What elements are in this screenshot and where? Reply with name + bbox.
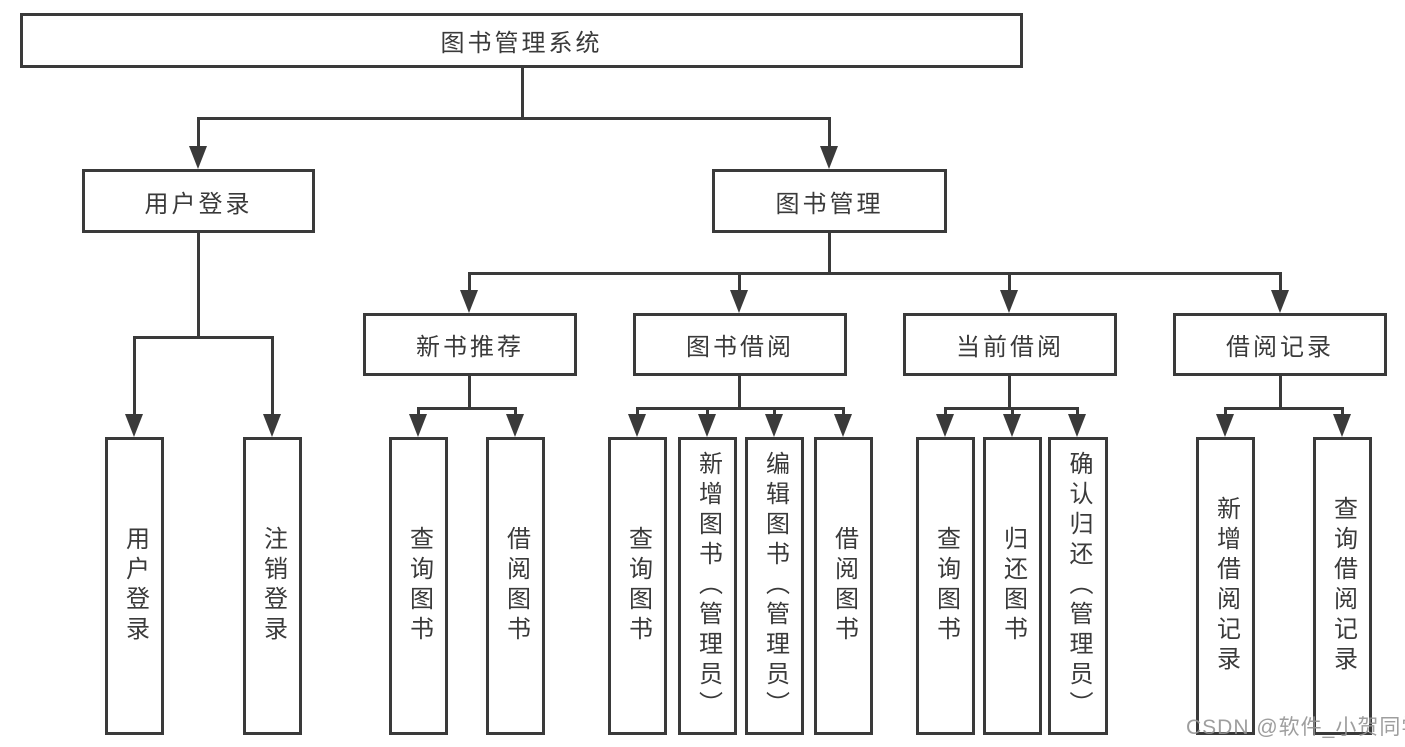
arrowhead-borrow-query: [628, 414, 646, 437]
node-leaf-current-query-label: 查询图书: [932, 526, 960, 646]
arrowhead-book-borrow: [730, 290, 748, 313]
node-leaf-newbook-query: 查询图书: [389, 437, 448, 735]
arrowhead-record-query: [1333, 414, 1351, 437]
connector-user-login-hbar: [133, 336, 274, 339]
connector-record-drop-2: [1341, 407, 1344, 417]
connector-record-stem: [1279, 376, 1282, 407]
node-leaf-borrow-borrow: 借阅图书: [814, 437, 873, 735]
node-book-management-label: 图书管理: [775, 190, 884, 218]
csdn-watermark: CSDN @软件_小贺同学: [1186, 716, 1405, 739]
node-user-login: 用户登录: [82, 169, 315, 233]
connector-borrow-hbar: [636, 407, 845, 410]
connector-new-book-drop-1: [417, 407, 420, 417]
connector-current-drop-2: [1011, 407, 1014, 417]
connector-borrow-drop-4: [842, 407, 845, 417]
node-book-borrow: 图书借阅: [633, 313, 847, 376]
connector-book-management-stem: [828, 233, 831, 272]
connector-root-stem: [521, 68, 524, 118]
node-leaf-borrow-edit-label: 编辑图书（管理员）: [761, 451, 789, 721]
connector-borrow-drop-3: [773, 407, 776, 417]
connector-borrow-drop-2: [706, 407, 709, 417]
node-leaf-newbook-query-label: 查询图书: [405, 526, 433, 646]
node-current-borrow: 当前借阅: [903, 313, 1117, 376]
node-leaf-current-confirm-label: 确认归还（管理员）: [1065, 451, 1092, 721]
connector-current-stem: [1008, 376, 1011, 407]
arrowhead-record-add: [1216, 414, 1234, 437]
node-leaf-logout: 注销登录: [243, 437, 302, 735]
arrowhead-current-query: [936, 414, 954, 437]
node-borrow-record: 借阅记录: [1173, 313, 1387, 376]
arrowhead-leaf-logout: [263, 414, 281, 437]
node-leaf-user-login: 用户登录: [105, 437, 164, 735]
arrowhead-leaf-user-login: [125, 414, 143, 437]
node-leaf-record-query-label: 查询借阅记录: [1329, 496, 1357, 676]
node-book-management: 图书管理: [712, 169, 947, 233]
node-leaf-user-login-label: 用户登录: [121, 526, 149, 646]
node-leaf-record-add: 新增借阅记录: [1196, 437, 1255, 735]
connector-record-drop-1: [1224, 407, 1227, 417]
connector-user-login-drop-2: [271, 336, 274, 416]
connector-new-book-drop-2: [514, 407, 517, 417]
node-current-borrow-label: 当前借阅: [956, 334, 1064, 361]
arrowhead-current-return: [1003, 414, 1021, 437]
connector-borrow-drop-1: [636, 407, 639, 417]
connector-current-drop-1: [944, 407, 947, 417]
node-leaf-record-add-label: 新增借阅记录: [1212, 496, 1240, 676]
node-leaf-borrow-add-label: 新增图书（管理员）: [694, 451, 722, 721]
node-new-book-recommend: 新书推荐: [363, 313, 577, 376]
arrowhead-newbook-query: [409, 414, 427, 437]
node-leaf-current-confirm: 确认归还（管理员）: [1048, 437, 1108, 735]
connector-root-left-drop: [197, 117, 200, 147]
node-borrow-record-label: 借阅记录: [1226, 334, 1334, 361]
node-book-borrow-label: 图书借阅: [686, 334, 794, 361]
node-leaf-current-return: 归还图书: [983, 437, 1042, 735]
node-leaf-record-query: 查询借阅记录: [1313, 437, 1372, 735]
node-root-label: 图书管理系统: [440, 30, 603, 57]
node-leaf-borrow-query-label: 查询图书: [624, 526, 652, 646]
arrowhead-borrow-borrow: [834, 414, 852, 437]
node-leaf-borrow-add: 新增图书（管理员）: [678, 437, 737, 735]
connector-level3-drop-3: [1008, 272, 1011, 292]
connector-level3-drop-4: [1279, 272, 1282, 292]
arrowhead-new-book: [460, 290, 478, 313]
node-new-book-recommend-label: 新书推荐: [416, 334, 524, 361]
arrowhead-newbook-borrow: [506, 414, 524, 437]
arrowhead-current-confirm: [1068, 414, 1086, 437]
node-leaf-borrow-edit: 编辑图书（管理员）: [745, 437, 804, 735]
connector-new-book-stem: [468, 376, 471, 407]
node-root: 图书管理系统: [20, 13, 1023, 68]
arrowhead-book-management: [820, 146, 838, 169]
connector-root-right-drop: [828, 117, 831, 147]
node-leaf-current-query: 查询图书: [916, 437, 975, 735]
connector-user-login-stem: [197, 233, 200, 336]
arrowhead-current-borrow: [1000, 290, 1018, 313]
node-leaf-logout-label: 注销登录: [259, 526, 287, 646]
arrowhead-borrow-record: [1271, 290, 1289, 313]
node-leaf-newbook-borrow: 借阅图书: [486, 437, 545, 735]
node-leaf-borrow-query: 查询图书: [608, 437, 667, 735]
connector-current-drop-3: [1076, 407, 1079, 417]
connector-level3-hbar: [468, 272, 1282, 275]
node-leaf-newbook-borrow-label: 借阅图书: [502, 526, 530, 646]
connector-level3-drop-1: [468, 272, 471, 292]
connector-root-hbar: [197, 117, 831, 120]
connector-user-login-drop-1: [133, 336, 136, 416]
node-leaf-current-return-label: 归还图书: [999, 526, 1027, 646]
connector-new-book-hbar: [417, 407, 517, 410]
node-leaf-borrow-borrow-label: 借阅图书: [830, 526, 858, 646]
connector-level3-drop-2: [738, 272, 741, 292]
arrowhead-borrow-add: [698, 414, 716, 437]
node-user-login-label: 用户登录: [144, 190, 253, 218]
arrowhead-user-login: [189, 146, 207, 169]
connector-record-hbar: [1224, 407, 1344, 410]
connector-borrow-stem: [738, 376, 741, 407]
arrowhead-borrow-edit: [765, 414, 783, 437]
